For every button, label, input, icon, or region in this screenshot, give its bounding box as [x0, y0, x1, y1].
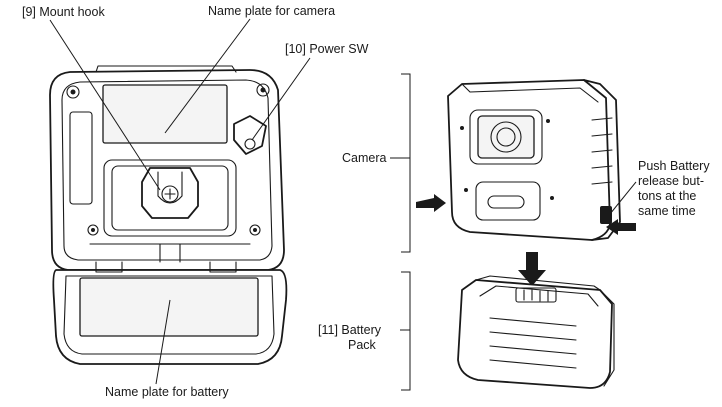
battery-rear-inner	[63, 275, 275, 355]
side-ribs	[591, 117, 613, 185]
led-icon	[546, 119, 550, 123]
lens-housing	[469, 109, 543, 165]
down-arrow	[518, 252, 546, 286]
name-plate-battery-label: Name plate for battery	[105, 385, 229, 399]
battery-contacts	[515, 287, 557, 303]
front-button	[487, 195, 525, 209]
mount-hook-label: [9] Mount hook	[22, 5, 105, 19]
contact-lines	[523, 289, 549, 302]
screw-icon	[260, 87, 266, 93]
body-groove	[89, 243, 251, 263]
mount-hook-u	[157, 171, 183, 204]
release-button[interactable]	[600, 206, 612, 224]
camera-side-face	[583, 79, 621, 241]
top-bump	[95, 65, 237, 73]
mount-hook-leader	[49, 19, 161, 191]
screw-icon	[249, 224, 261, 236]
screw-icon	[253, 228, 257, 232]
left-push-arrow	[416, 194, 446, 212]
camera-front-body	[447, 79, 613, 241]
push-battery-label-1: Push Battery	[638, 159, 710, 173]
push-battery-label-2: release but-	[638, 174, 704, 188]
battery-brace	[400, 271, 411, 391]
push-battery-label-3: tons at the	[638, 189, 696, 203]
name-plate-battery-leader	[155, 299, 171, 385]
power-switch-knob	[244, 138, 256, 150]
screw-cross	[164, 188, 176, 200]
screw-icon	[256, 83, 270, 97]
push-battery-label-4: same time	[638, 204, 696, 218]
indicator-icon	[464, 188, 468, 192]
push-battery-leader	[609, 181, 637, 215]
screw-icon	[66, 85, 80, 99]
battery-body	[457, 279, 613, 389]
screw-icon	[70, 89, 76, 95]
camera-name-plate	[102, 84, 228, 144]
top-rib	[461, 83, 599, 103]
battery-slots	[489, 317, 577, 369]
name-plate-camera-label: Name plate for camera	[208, 4, 335, 18]
battery-top-ridge	[479, 285, 599, 307]
battery-pack-label-1: [11] Battery	[318, 323, 382, 337]
camera-brace	[390, 73, 411, 253]
push-battery-callout: Push Battery release but- tons at the sa…	[609, 159, 710, 218]
lens-icon	[490, 121, 522, 153]
lens-frame	[477, 115, 535, 159]
right-push-arrow	[606, 219, 636, 235]
braces: Camera [11] Battery Pack	[318, 73, 411, 391]
mount-hook-plate	[111, 165, 229, 231]
screw-icon	[87, 224, 99, 236]
mount-hook-screw-icon	[161, 185, 179, 203]
mount-hook-recess	[103, 159, 237, 237]
battery-pack-label-2: Pack	[348, 338, 377, 352]
rear-labels: [9] Mount hook Name plate for camera [10…	[22, 4, 369, 399]
battery-top-face	[475, 275, 601, 291]
battery-clip	[209, 261, 237, 273]
battery-clip	[95, 261, 123, 273]
power-sw-leader	[251, 57, 311, 141]
indicator-icon	[550, 196, 554, 200]
power-sw-label: [10] Power SW	[285, 42, 369, 56]
power-switch[interactable]	[233, 115, 267, 155]
camera-front-view	[416, 79, 636, 241]
lens-inner	[496, 127, 516, 147]
camera-rear-view	[49, 65, 288, 365]
battery-pack-view	[457, 275, 615, 389]
side-slot	[69, 111, 93, 205]
camera-label: Camera	[342, 151, 387, 165]
led-icon	[460, 126, 464, 130]
screw-icon	[91, 228, 95, 232]
name-plate-camera-leader	[164, 18, 251, 134]
battery-side-end	[599, 289, 615, 387]
front-button-recess	[475, 181, 541, 221]
